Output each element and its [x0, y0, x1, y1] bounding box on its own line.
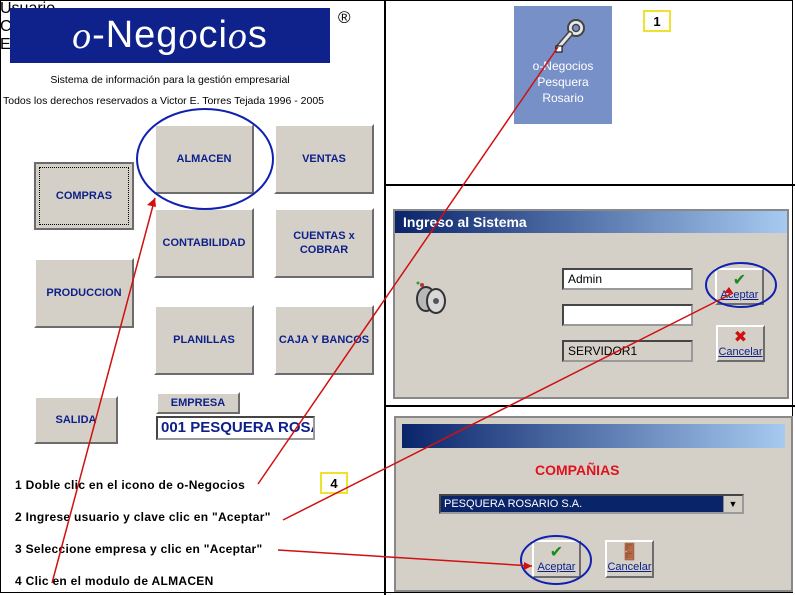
- company-cancel-button[interactable]: 🚪 Cancelar: [605, 540, 654, 578]
- cuentas-por-cobrar-button[interactable]: CUENTAS x COBRAR: [274, 208, 374, 278]
- estacion-field: SERVIDOR1: [562, 340, 693, 362]
- ventas-button[interactable]: VENTAS: [274, 124, 374, 194]
- keys-icon: [416, 281, 446, 314]
- empresa-field: 001 PESQUERA ROSARIO: [156, 416, 315, 440]
- company-accept-button[interactable]: ✔ Aceptar: [532, 540, 581, 578]
- exit-door-icon: 🚪: [619, 544, 640, 561]
- divider-horizontal-1: [384, 184, 795, 186]
- wrench-icon: [555, 19, 585, 53]
- salida-button[interactable]: SALIDA: [34, 396, 118, 444]
- divider-vertical: [384, 0, 386, 595]
- companias-heading: COMPAÑIAS: [535, 462, 620, 478]
- checkmark-icon: ✔: [732, 272, 747, 289]
- arrowhead-step-2: [724, 287, 733, 293]
- company-select[interactable]: PESQUERA ROSARIO S.A. ▼: [439, 494, 744, 514]
- arrow-step-3: [277, 549, 533, 567]
- highlight-ellipse-almacen: [136, 108, 274, 210]
- arrowhead-step-4: [147, 198, 156, 207]
- arrow-step-1: [257, 46, 559, 485]
- planillas-button[interactable]: PLANILLAS: [154, 305, 254, 375]
- checkmark-icon: ✔: [549, 544, 564, 561]
- contabilidad-button[interactable]: CONTABILIDAD: [154, 208, 254, 278]
- empresa-button[interactable]: EMPRESA: [156, 392, 240, 414]
- step-1: 1 Doble clic en el icono de o-Negocios: [15, 478, 246, 492]
- arrow-step-4: [51, 197, 156, 584]
- subtitle: Sistema de información para la gestión e…: [50, 74, 290, 86]
- divider-horizontal-2: [384, 405, 795, 407]
- step-3: 3 Seleccione empresa y clic en "Aceptar": [15, 542, 263, 556]
- arrowhead-step-3: [524, 562, 532, 570]
- marker-1: 1: [643, 10, 671, 32]
- marker-4: 4: [320, 472, 348, 494]
- chevron-down-icon[interactable]: ▼: [723, 496, 742, 512]
- step-4: 4 Clic en el modulo de ALMACEN: [15, 574, 214, 588]
- almacen-button[interactable]: ALMACEN: [154, 124, 254, 194]
- step-2: 2 Ingrese usuario y clave clic en "Acept…: [15, 510, 271, 524]
- compras-button[interactable]: COMPRAS: [34, 162, 134, 230]
- arrow-step-2: [282, 292, 734, 521]
- usuario-input[interactable]: Admin: [562, 268, 693, 290]
- login-accept-button[interactable]: ✔ Aceptar: [715, 268, 764, 305]
- login-dialog-title: Ingreso al Sistema: [395, 211, 787, 233]
- copyright: Todos los derechos reservados a Victor E…: [3, 95, 325, 107]
- produccion-button[interactable]: PRODUCCION: [34, 258, 134, 328]
- password-input[interactable]: [562, 304, 693, 326]
- login-cancel-button[interactable]: ✖ Cancelar: [716, 325, 765, 362]
- highlight-ellipse-company-accept: [520, 535, 592, 585]
- highlight-ellipse-login-accept: [705, 262, 777, 308]
- registered-mark: ®: [338, 8, 351, 27]
- x-icon: ✖: [733, 329, 748, 346]
